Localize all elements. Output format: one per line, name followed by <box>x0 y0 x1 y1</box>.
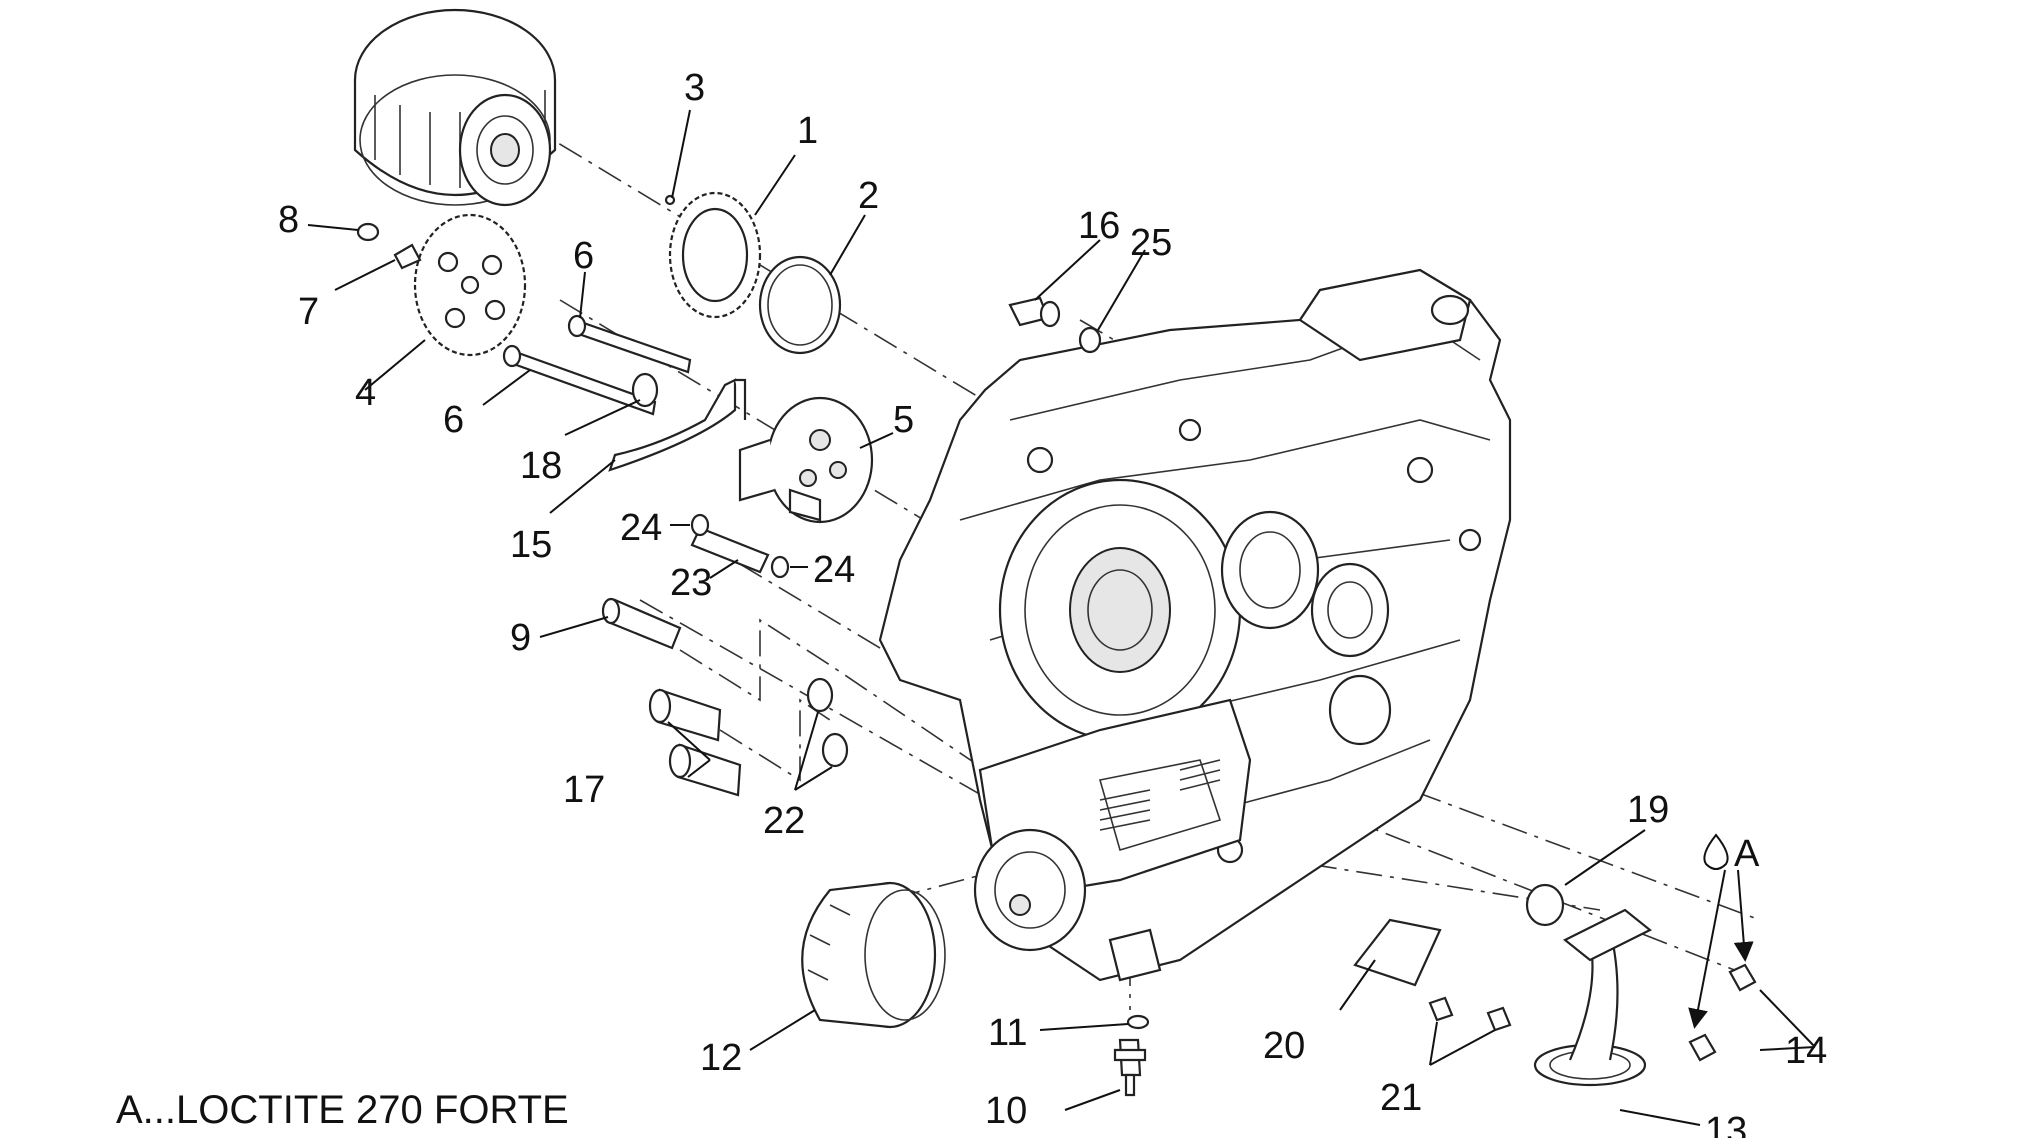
fittings-17 <box>648 688 742 797</box>
callout-15: 15 <box>510 524 552 566</box>
oil-filter-12 <box>801 881 946 1029</box>
drop-icon <box>1703 833 1729 870</box>
shaft-6-upper <box>567 314 692 374</box>
callout-24-right: 24 <box>813 549 855 591</box>
callout-3: 3 <box>684 67 705 109</box>
part-callouts: 1 2 3 4 5 6 6 7 8 9 10 11 12 13 14 15 16… <box>278 67 1827 1138</box>
callout-24-left: 24 <box>620 507 662 549</box>
callout-23: 23 <box>670 562 712 604</box>
nut-8 <box>356 222 380 242</box>
gear-1 <box>668 191 762 319</box>
washer-11 <box>1126 1014 1150 1030</box>
ring-18 <box>631 372 659 408</box>
pickup-13 <box>1533 908 1653 1087</box>
callout-7: 7 <box>298 291 319 333</box>
callout-6-lower: 6 <box>443 399 464 441</box>
callout-19: 19 <box>1627 789 1669 831</box>
bolts-21 <box>1428 996 1512 1032</box>
callout-13: 13 <box>1705 1110 1747 1138</box>
washers-22 <box>806 677 849 768</box>
clutch-basket <box>353 8 557 207</box>
callout-1: 1 <box>797 110 818 152</box>
callout-11: 11 <box>988 1012 1027 1054</box>
callout-10: 10 <box>985 1090 1027 1132</box>
plug-16 <box>1008 296 1061 328</box>
callout-9: 9 <box>510 617 531 659</box>
callout-18: 18 <box>520 445 562 487</box>
bracket-15 <box>608 378 747 472</box>
callout-12: 12 <box>700 1037 742 1079</box>
valve-9 <box>601 597 682 650</box>
sensor-10 <box>1113 1038 1147 1097</box>
o-ring-19 <box>1525 883 1565 927</box>
leader-lines <box>307 109 1816 1126</box>
pin-23 <box>690 526 770 574</box>
circlip-2 <box>758 255 842 355</box>
shaft-6-lower <box>502 344 657 416</box>
oil-pump-5 <box>738 396 874 524</box>
callout-6-upper: 6 <box>573 235 594 277</box>
callout-marker-a: A <box>1734 833 1760 875</box>
cover-20 <box>1353 918 1442 987</box>
callout-4: 4 <box>355 372 376 414</box>
callout-17: 17 <box>563 769 605 811</box>
callout-14: 14 <box>1785 1030 1827 1072</box>
crankcase <box>878 268 1512 982</box>
callout-8: 8 <box>278 199 299 241</box>
callout-22: 22 <box>763 800 805 842</box>
loctite-note: A...LOCTITE 270 FORTE <box>116 1088 569 1132</box>
callout-20: 20 <box>1263 1025 1305 1067</box>
washer-7 <box>393 243 422 270</box>
callout-21: 21 <box>1380 1077 1422 1119</box>
callout-2: 2 <box>858 175 879 217</box>
screws-14 <box>1688 963 1757 1062</box>
o-ring-25 <box>1078 326 1102 354</box>
callout-16: 16 <box>1078 205 1120 247</box>
callout-5: 5 <box>893 399 914 441</box>
gear-4 <box>413 213 527 357</box>
rings-24 <box>690 513 790 579</box>
callout-25: 25 <box>1130 222 1172 264</box>
